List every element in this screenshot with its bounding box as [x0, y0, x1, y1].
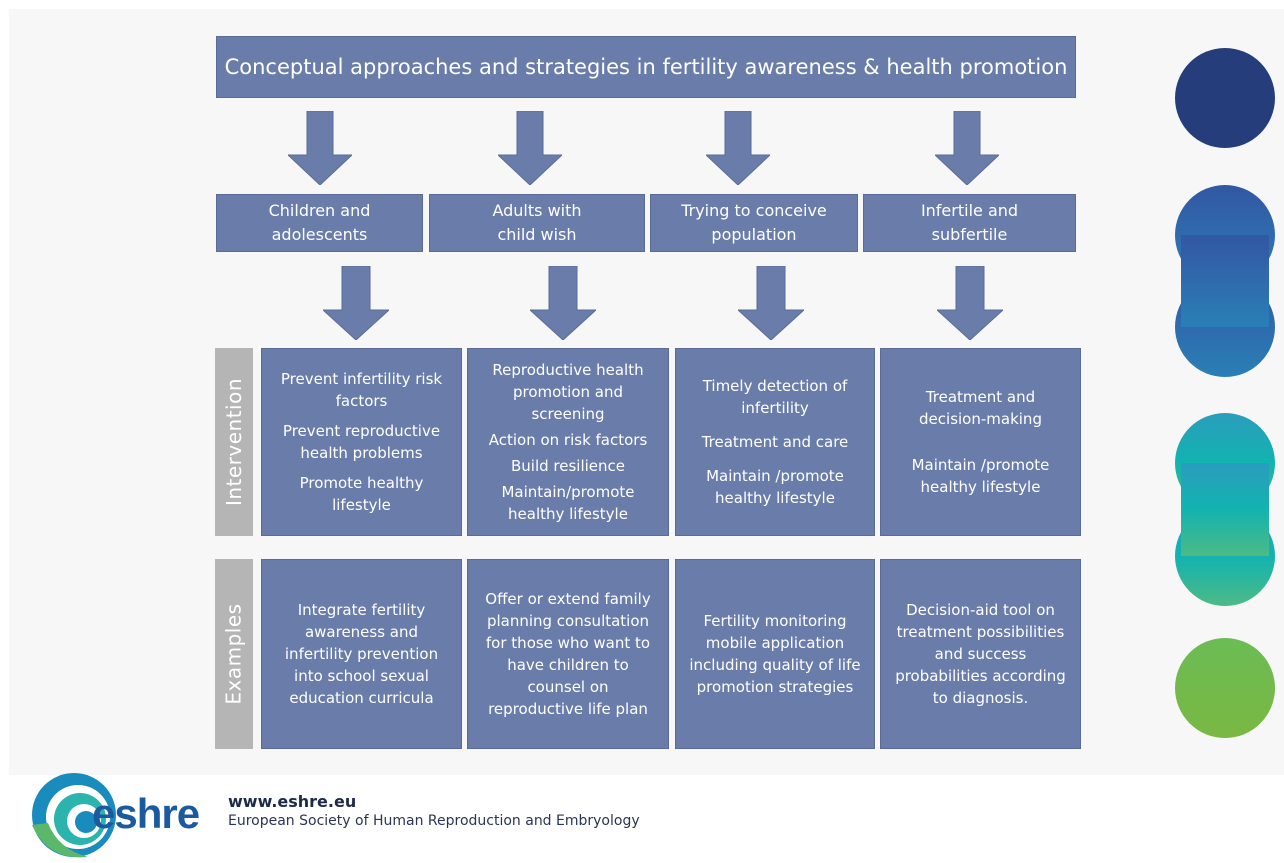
intervention-item: Prevent infertility risk factors: [280, 370, 443, 410]
circle-pair-blue: [1175, 185, 1275, 377]
category-line: adolescents: [271, 225, 368, 244]
diagram-title: Conceptual approaches and strategies in …: [216, 36, 1076, 98]
example-text: Offer or extend family planning consulta…: [485, 590, 651, 718]
intervention-cell-4: Treatment and decision-making Maintain /…: [880, 348, 1081, 536]
arrow-cat-to-int-3: [738, 266, 804, 340]
category-infertile: Infertile and subfertile: [863, 194, 1076, 252]
arrow-cat-to-int-1: [323, 266, 389, 340]
example-cell-2: Offer or extend family planning consulta…: [467, 559, 669, 749]
intervention-item: Action on risk factors: [488, 431, 648, 449]
example-text: Decision-aid tool on treatment possibili…: [895, 601, 1066, 707]
example-cell-4: Decision-aid tool on treatment possibili…: [880, 559, 1081, 749]
intervention-item: Build resilience: [510, 457, 626, 475]
arrow-title-to-cat-1: [288, 111, 352, 185]
footer-text: www.eshre.eu European Society of Human R…: [228, 792, 640, 829]
eshre-logo-icon: [32, 773, 116, 858]
example-cell-1: Integrate fertility awareness and infert…: [261, 559, 462, 749]
row-label-intervention: Intervention: [215, 348, 253, 536]
category-line: Children and: [268, 201, 371, 220]
intervention-item: Reproductive health promotion and screen…: [492, 361, 644, 423]
example-cell-3: Fertility monitoring mobile application …: [675, 559, 875, 749]
intervention-item: Timely detection of infertility: [702, 377, 848, 417]
category-line: Trying to conceive: [681, 201, 827, 220]
arrow-title-to-cat-3: [706, 111, 770, 185]
circle-navy: [1175, 48, 1275, 148]
category-line: subfertile: [931, 225, 1008, 244]
intervention-item: Maintain /promote healthy lifestyle: [706, 467, 844, 507]
logo-wordmark: eshre: [92, 790, 200, 837]
arrow-cat-to-int-4: [937, 266, 1003, 340]
intervention-item: Prevent reproductive health problems: [282, 422, 441, 462]
circle-pair-teal: [1175, 413, 1275, 606]
footer-organization: European Society of Human Reproduction a…: [228, 813, 640, 829]
category-line: child wish: [497, 225, 577, 244]
category-trying-to-conceive: Trying to conceive population: [650, 194, 858, 252]
intervention-item: Treatment and decision-making: [919, 388, 1042, 428]
category-line: Adults with: [492, 201, 582, 220]
intervention-cell-2: Reproductive health promotion and screen…: [467, 348, 669, 536]
category-adults: Adults with child wish: [429, 194, 645, 252]
arrow-cat-to-int-2: [530, 266, 596, 340]
intervention-item: Promote healthy lifestyle: [299, 474, 424, 514]
intervention-item: Maintain /promote healthy lifestyle: [911, 456, 1050, 496]
intervention-item: Maintain/promote healthy lifestyle: [501, 483, 635, 523]
example-text: Integrate fertility awareness and infert…: [284, 601, 439, 707]
footer-url[interactable]: www.eshre.eu: [228, 792, 357, 811]
intervention-cell-3: Timely detection of infertility Treatmen…: [675, 348, 875, 536]
circle-green: [1175, 638, 1275, 738]
intervention-item: Treatment and care: [701, 433, 849, 451]
intervention-cell-1: Prevent infertility risk factors Prevent…: [261, 348, 462, 536]
arrow-title-to-cat-4: [935, 111, 999, 185]
category-children: Children and adolescents: [216, 194, 423, 252]
decorative-circles: [1175, 48, 1275, 738]
row-label-text: Examples: [222, 603, 246, 705]
category-line: population: [711, 225, 797, 244]
example-text: Fertility monitoring mobile application …: [689, 612, 861, 696]
row-label-examples: Examples: [215, 559, 253, 749]
category-line: Infertile and: [920, 201, 1019, 220]
arrow-title-to-cat-2: [498, 111, 562, 185]
row-label-text: Intervention: [222, 377, 247, 507]
